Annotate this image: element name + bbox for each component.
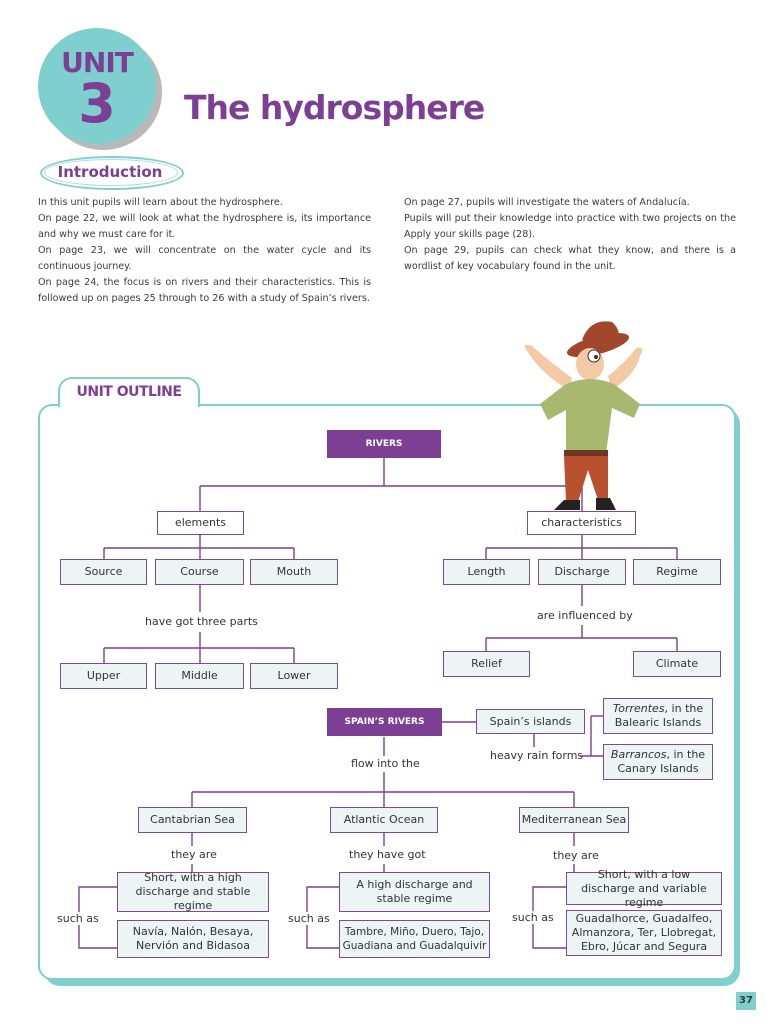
cantabrian-sea-label: Cantabrian Sea bbox=[150, 813, 235, 826]
mediterranean-sea-label: Mediterranean Sea bbox=[521, 813, 627, 826]
upper-node: Upper bbox=[60, 663, 147, 689]
torrentes-term: Torrentes bbox=[612, 702, 665, 715]
barrancos-suffix: , in the bbox=[666, 748, 706, 761]
course-node-label: Course bbox=[180, 565, 219, 578]
page-title: The hydrosphere bbox=[184, 88, 485, 127]
atlantic-ocean-node: Atlantic Ocean bbox=[330, 807, 438, 833]
atlantic-ocean-label: Atlantic Ocean bbox=[343, 813, 425, 826]
cantabrian-description: Short, with a high discharge and stable … bbox=[135, 871, 251, 912]
atlantic-description-node: A high discharge and stable regime bbox=[339, 872, 490, 912]
discharge-node: Discharge bbox=[538, 559, 626, 585]
outline-tab-label: UNIT OUTLINE bbox=[76, 384, 182, 400]
they-are-label-cantabrian: they are bbox=[171, 848, 217, 861]
length-node-label: Length bbox=[467, 565, 506, 578]
source-node-label: Source bbox=[84, 565, 123, 578]
middle-node-label: Middle bbox=[181, 669, 218, 682]
mouth-node: Mouth bbox=[250, 559, 338, 585]
cantabrian-rivers: Navía, Nalón, Besaya, Nervión and Bidaso… bbox=[132, 925, 254, 952]
spains-rivers-node-label: SPAIN’S RIVERS bbox=[344, 717, 425, 727]
elements-node: elements bbox=[157, 511, 244, 535]
page-number: 37 bbox=[736, 992, 756, 1010]
intro-paragraph: On page 29, pupils can check what they k… bbox=[404, 245, 736, 272]
mouth-node-label: Mouth bbox=[276, 565, 312, 578]
unit-number: 3 bbox=[78, 72, 116, 135]
intro-right-column: On page 27, pupils will investigate the … bbox=[404, 195, 736, 275]
torrentes-suffix: , in the bbox=[664, 702, 704, 715]
intro-oval-decoration bbox=[40, 156, 184, 190]
they-are-label-mediterranean: they are bbox=[553, 849, 599, 862]
climate-node-label: Climate bbox=[655, 657, 699, 670]
atlantic-rivers: Tambre, Miño, Duero, Tajo, Guadiana and … bbox=[342, 926, 487, 952]
such-as-label-atlantic: such as bbox=[288, 912, 330, 925]
source-node: Source bbox=[60, 559, 147, 585]
barrancos-term: Barrancos bbox=[610, 748, 667, 761]
cantabrian-sea-node: Cantabrian Sea bbox=[138, 807, 247, 833]
mediterranean-sea-node: Mediterranean Sea bbox=[519, 807, 629, 833]
intro-left-column: In this unit pupils will learn about the… bbox=[38, 195, 371, 307]
intro-oval-inner-decoration bbox=[44, 159, 178, 186]
explorer-character-illustration bbox=[524, 321, 643, 510]
characteristics-node: characteristics bbox=[527, 511, 636, 535]
rivers-node-label: RIVERS bbox=[365, 439, 403, 449]
they-have-got-label: they have got bbox=[349, 848, 426, 861]
intro-paragraph: On page 22, we will look at what the hyd… bbox=[38, 213, 371, 240]
mediterranean-rivers: Guadalhorce, Guadalfeo, Almanzora, Ter, … bbox=[571, 912, 717, 953]
unit-word: UNIT bbox=[61, 46, 134, 79]
middle-node: Middle bbox=[155, 663, 244, 689]
heavy-rain-forms-label: heavy rain forms bbox=[490, 749, 584, 762]
lower-node: Lower bbox=[250, 663, 338, 689]
barrancos-location: Canary Islands bbox=[617, 762, 699, 775]
rivers-node: RIVERS bbox=[327, 430, 441, 458]
torrentes-node: Torrentes, in the Balearic Islands bbox=[603, 698, 713, 734]
lower-node-label: Lower bbox=[277, 669, 311, 682]
mediterranean-rivers-node: Guadalhorce, Guadalfeo, Almanzora, Ter, … bbox=[566, 910, 722, 956]
such-as-label-mediterranean: such as bbox=[512, 911, 554, 924]
intro-paragraph: On page 24, the focus is on rivers and t… bbox=[38, 277, 371, 304]
elements-node-label: elements bbox=[174, 516, 227, 529]
flow-into-the-label: flow into the bbox=[351, 757, 420, 770]
intro-paragraph: Pupils will put their knowledge into pra… bbox=[404, 213, 736, 240]
upper-node-label: Upper bbox=[86, 669, 121, 682]
spains-rivers-node: SPAIN’S RIVERS bbox=[327, 708, 442, 736]
intro-paragraph: In this unit pupils will learn about the… bbox=[38, 197, 283, 208]
relief-node: Relief bbox=[443, 651, 530, 677]
regime-node-label: Regime bbox=[656, 565, 698, 578]
spains-islands-node-label: Spain’s islands bbox=[489, 714, 572, 728]
mediterranean-description-node: Short, with a low discharge and variable… bbox=[566, 868, 722, 909]
spains-islands-node: Spain’s islands bbox=[476, 709, 585, 734]
have-got-three-parts-label: have got three parts bbox=[145, 615, 258, 628]
intro-paragraph: On page 23, we will concentrate on the w… bbox=[38, 245, 371, 272]
climate-node: Climate bbox=[633, 651, 721, 677]
such-as-label-cantabrian: such as bbox=[57, 912, 99, 925]
length-node: Length bbox=[443, 559, 530, 585]
are-influenced-by-label: are influenced by bbox=[537, 609, 633, 622]
atlantic-description: A high discharge and stable regime bbox=[356, 878, 473, 905]
atlantic-rivers-node: Tambre, Miño, Duero, Tajo, Guadiana and … bbox=[339, 920, 490, 958]
mediterranean-description: Short, with a low discharge and variable… bbox=[581, 867, 707, 909]
unit-badge: UNIT 3 bbox=[38, 28, 156, 144]
intro-paragraph: On page 27, pupils will investigate the … bbox=[404, 197, 690, 208]
course-node: Course bbox=[155, 559, 244, 585]
cantabrian-description-node: Short, with a high discharge and stable … bbox=[117, 871, 269, 912]
outline-tab: UNIT OUTLINE bbox=[58, 377, 200, 407]
relief-node-label: Relief bbox=[471, 657, 502, 670]
torrentes-location: Balearic Islands bbox=[614, 716, 702, 729]
characteristics-node-label: characteristics bbox=[541, 516, 622, 529]
cantabrian-rivers-node: Navía, Nalón, Besaya, Nervión and Bidaso… bbox=[117, 920, 269, 958]
regime-node: Regime bbox=[633, 559, 721, 585]
discharge-node-label: Discharge bbox=[554, 565, 610, 578]
barrancos-node: Barrancos, in the Canary Islands bbox=[603, 744, 713, 780]
intro-heading: Introduction bbox=[57, 163, 163, 181]
